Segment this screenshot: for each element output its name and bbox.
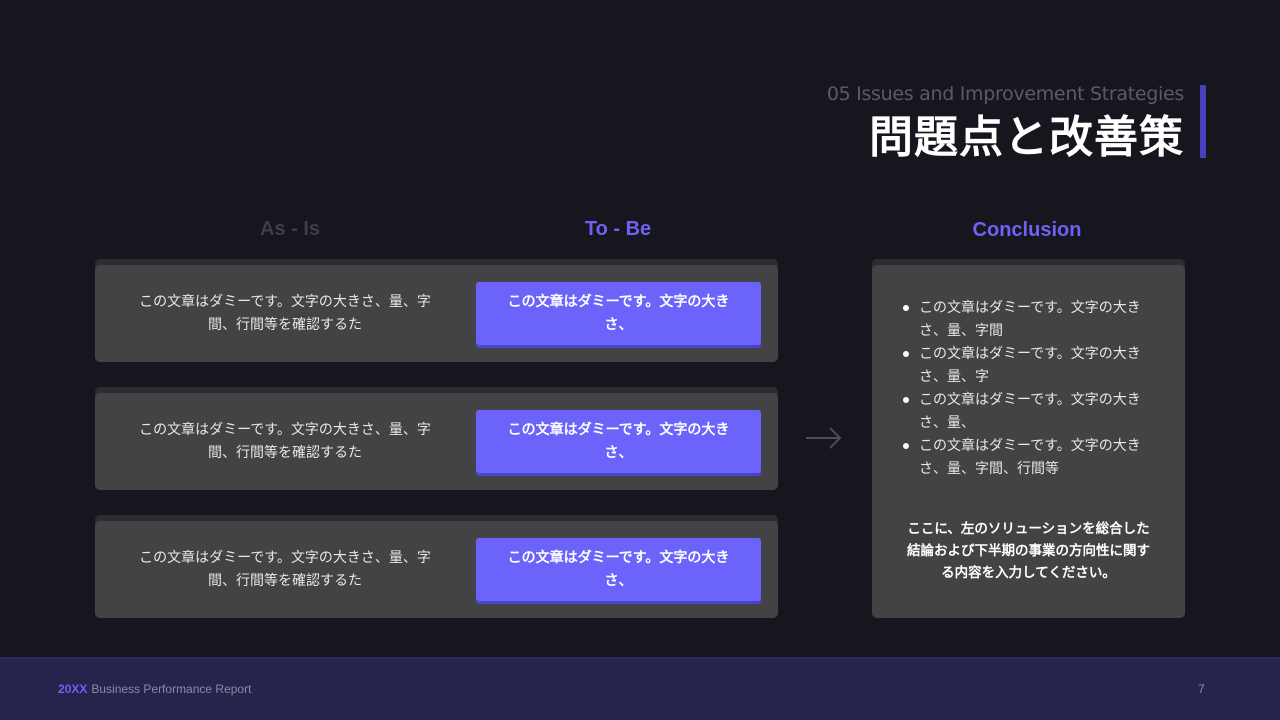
to-be-box: この文章はダミーです。文字の大きさ、 [476, 538, 761, 601]
conclusion-bullet-list: この文章はダミーです。文字の大きさ、量、字間 この文章はダミーです。文字の大きさ… [900, 297, 1160, 481]
bullet-icon [903, 397, 909, 403]
page-number: 7 [1198, 682, 1205, 696]
bullet-icon [903, 351, 909, 357]
bullet-icon [903, 305, 909, 311]
footer-report-title: Business Performance Report [91, 682, 252, 696]
bullet-icon [903, 443, 909, 449]
list-item: この文章はダミーです。文字の大きさ、量、 [900, 389, 1160, 435]
bullet-text: この文章はダミーです。文字の大きさ、量、 [919, 392, 1141, 431]
comparison-row: この文章はダミーです。文字の大きさ、量、字間、行間等を確認するた この文章はダミ… [95, 521, 778, 618]
list-item: この文章はダミーです。文字の大きさ、量、字間 [900, 297, 1160, 343]
to-be-box: この文章はダミーです。文字の大きさ、 [476, 282, 761, 345]
comparison-row: この文章はダミーです。文字の大きさ、量、字間、行間等を確認するた この文章はダミ… [95, 265, 778, 362]
conclusion-summary: ここに、左のソリューションを総合した結論および下半期の事業の方向性に関する内容を… [907, 521, 1150, 581]
arrow-right-icon [806, 427, 842, 449]
page-title: 問題点と改善策 [869, 112, 1184, 163]
as-is-text: この文章はダミーです。文字の大きさ、量、字間、行間等を確認するた [139, 549, 431, 589]
title-accent-bar [1200, 85, 1206, 158]
comparison-row: この文章はダミーです。文字の大きさ、量、字間、行間等を確認するた この文章はダミ… [95, 393, 778, 490]
bullet-text: この文章はダミーです。文字の大きさ、量、字 [919, 346, 1141, 385]
as-is-heading: As - Is [259, 218, 321, 240]
list-item: この文章はダミーです。文字の大きさ、量、字間、行間等 [900, 435, 1160, 481]
list-item: この文章はダミーです。文字の大きさ、量、字 [900, 343, 1160, 389]
as-is-text: この文章はダミーです。文字の大きさ、量、字間、行間等を確認するた [139, 421, 431, 461]
bullet-text: この文章はダミーです。文字の大きさ、量、字間、行間等 [919, 438, 1141, 477]
to-be-box: この文章はダミーです。文字の大きさ、 [476, 410, 761, 473]
conclusion-heading: Conclusion [972, 219, 1082, 241]
conclusion-card: この文章はダミーです。文字の大きさ、量、字間 この文章はダミーです。文字の大きさ… [872, 265, 1185, 618]
to-be-heading: To - Be [584, 218, 652, 240]
slide-header: 05 Issues and Improvement Strategies 問題点… [827, 82, 1184, 166]
section-subtitle: 05 Issues and Improvement Strategies [826, 83, 1184, 105]
bullet-text: この文章はダミーです。文字の大きさ、量、字間 [919, 300, 1141, 339]
as-is-text: この文章はダミーです。文字の大きさ、量、字間、行間等を確認するた [139, 293, 431, 333]
footer-year: 20XX [58, 682, 88, 696]
